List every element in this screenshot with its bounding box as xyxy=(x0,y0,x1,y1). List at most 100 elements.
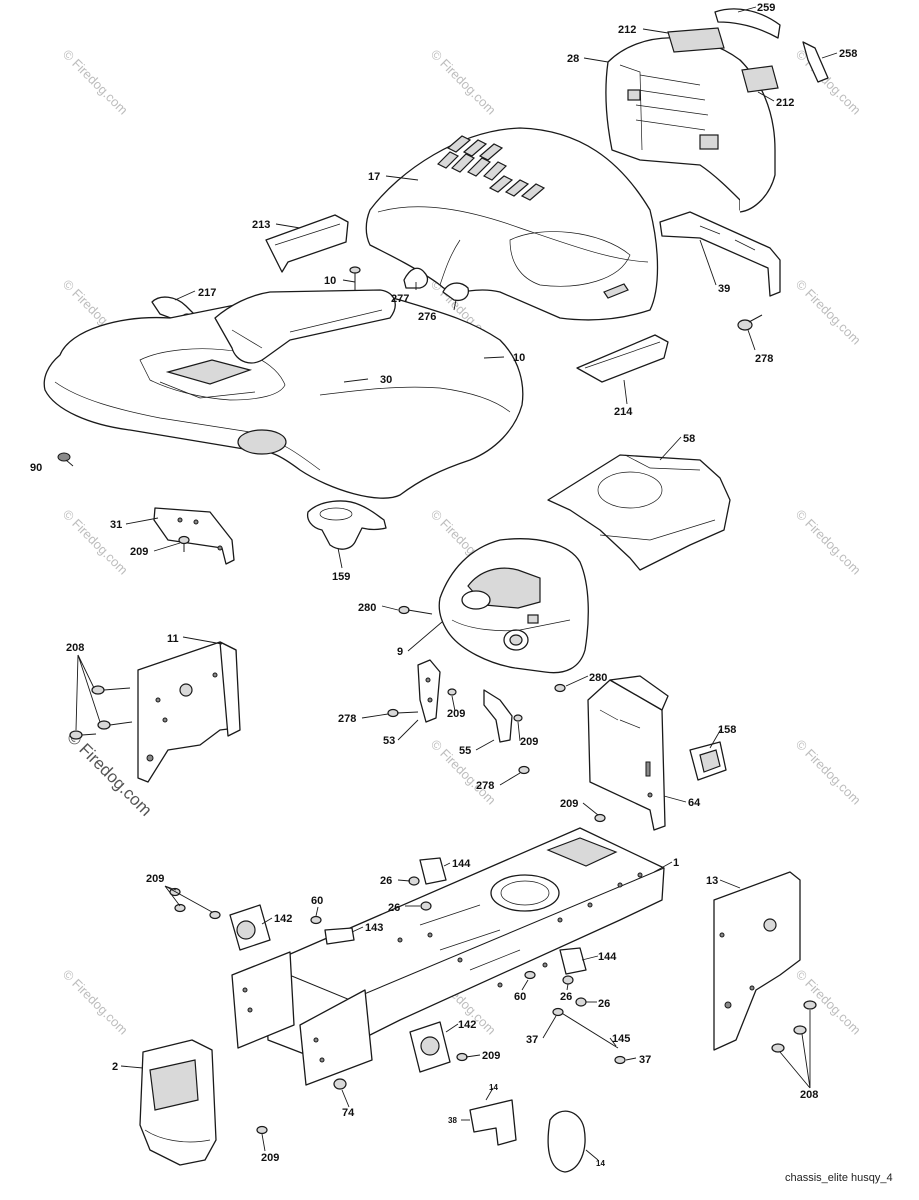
callout-26-a: 26 xyxy=(380,875,392,887)
part-209-bolt-a xyxy=(178,535,190,552)
callout-31: 31 xyxy=(110,519,122,531)
callout-64: 64 xyxy=(688,797,701,809)
part-209-bolt-d xyxy=(594,813,606,823)
callout-9: 9 xyxy=(397,646,403,658)
callout-144-a: 144 xyxy=(452,858,471,870)
callout-26-d: 26 xyxy=(598,998,610,1010)
part-212-lens-top xyxy=(667,27,725,53)
part-276-bumper xyxy=(442,282,470,302)
callout-144-b: 144 xyxy=(598,951,617,963)
watermark-11: © Firedog.com xyxy=(793,737,864,808)
part-26-nut-a xyxy=(408,876,420,886)
part-frame-front-plates xyxy=(231,951,373,1086)
watermark-1: © Firedog.com xyxy=(60,47,131,118)
part-13-side-plate xyxy=(713,871,801,1051)
callout-278-a: 278 xyxy=(755,353,773,365)
callout-10-a: 10 xyxy=(324,275,336,287)
part-11-side-plate xyxy=(137,641,241,783)
callout-90: 90 xyxy=(30,462,42,474)
part-31-bracket xyxy=(153,507,235,565)
part-30-fender xyxy=(43,289,524,499)
callout-158: 158 xyxy=(718,724,736,736)
part-37-bolt-a xyxy=(552,1007,564,1017)
callout-30: 30 xyxy=(380,374,392,386)
callout-142-a: 142 xyxy=(274,913,292,925)
part-143-bracket xyxy=(324,927,355,945)
callout-38: 38 xyxy=(448,1116,457,1125)
callout-209-d: 209 xyxy=(560,798,578,810)
part-213-panel xyxy=(265,214,349,273)
callout-209-b: 209 xyxy=(447,708,465,720)
callout-13: 13 xyxy=(706,875,718,887)
callout-213: 213 xyxy=(252,219,270,231)
callout-276: 276 xyxy=(418,311,436,323)
part-60-bolt-a xyxy=(310,915,322,925)
part-58-cover xyxy=(547,454,731,571)
watermark-9: © Firedog.com xyxy=(793,507,864,578)
callout-53: 53 xyxy=(383,735,395,747)
part-209-bolts-e xyxy=(169,887,221,920)
part-74-nut xyxy=(333,1078,347,1090)
part-64-plate xyxy=(587,675,669,831)
callout-280-a: 280 xyxy=(358,602,376,614)
callout-278-b: 278 xyxy=(338,713,356,725)
part-258-clip xyxy=(802,41,829,83)
part-26-nut-d xyxy=(575,997,587,1007)
callout-212-top: 212 xyxy=(618,24,636,36)
callout-14-b: 14 xyxy=(596,1159,605,1168)
part-60-bolt-b xyxy=(524,970,536,980)
part-280-bolt-b xyxy=(554,683,566,693)
callout-74: 74 xyxy=(342,1107,355,1119)
part-145-rod xyxy=(559,1011,619,1049)
part-278-bolt-a xyxy=(737,314,763,331)
watermark-2: © Firedog.com xyxy=(428,47,499,118)
callout-10-b: 10 xyxy=(513,352,525,364)
part-278-bolt-c xyxy=(518,765,530,775)
callout-278-c: 278 xyxy=(476,780,494,792)
part-280-bolt-a xyxy=(398,605,433,615)
part-277-bumper xyxy=(403,267,429,289)
part-142-bracket-b xyxy=(409,1021,451,1073)
callout-214: 214 xyxy=(614,406,633,418)
part-208-bolts-a xyxy=(69,685,133,740)
callout-labels: 259 212 258 28 212 17 213 10 217 277 276… xyxy=(30,2,857,1168)
hood-vents xyxy=(436,135,546,201)
callout-14-a: 14 xyxy=(489,1083,498,1092)
part-209-bolt-b xyxy=(447,688,457,696)
part-212-lens-right xyxy=(741,65,779,93)
leader-lines xyxy=(65,6,838,1161)
watermark-7: © Firedog.com xyxy=(60,507,131,578)
callout-60-b: 60 xyxy=(514,991,526,1003)
callout-26-b: 26 xyxy=(388,902,400,914)
part-208-bolts-b xyxy=(771,1000,817,1053)
part-14-spring xyxy=(547,1110,586,1173)
callout-208-b: 208 xyxy=(800,1089,818,1101)
callout-55: 55 xyxy=(459,745,471,757)
part-26-nut-c xyxy=(562,975,574,985)
callout-209-f: 209 xyxy=(482,1050,500,1062)
callout-208-a: 208 xyxy=(66,642,84,654)
callout-26-c: 26 xyxy=(560,991,572,1003)
diagram-caption: chassis_elite husqy_4 xyxy=(785,1172,893,1184)
callout-17: 17 xyxy=(368,171,380,183)
part-209-bolt-f xyxy=(456,1052,468,1062)
callout-280-b: 280 xyxy=(589,672,607,684)
callout-212-right: 212 xyxy=(776,97,794,109)
callout-28: 28 xyxy=(567,53,579,65)
part-278-bolt-b xyxy=(387,708,419,718)
callout-209-c: 209 xyxy=(520,736,538,748)
part-209-bolt-g xyxy=(256,1125,268,1135)
callout-37-a: 37 xyxy=(526,1034,538,1046)
callout-142-b: 142 xyxy=(458,1019,476,1031)
callout-159: 159 xyxy=(332,571,350,583)
callout-209-e: 209 xyxy=(146,873,164,885)
callout-217: 217 xyxy=(198,287,216,299)
part-37-bolt-b xyxy=(614,1055,626,1065)
callout-259: 259 xyxy=(757,2,775,14)
part-9-dash xyxy=(438,538,589,674)
part-159-cupholder xyxy=(306,500,387,550)
part-214-panel xyxy=(576,334,669,383)
part-259-emblem xyxy=(714,8,781,39)
watermark-6: © Firedog.com xyxy=(793,277,864,348)
